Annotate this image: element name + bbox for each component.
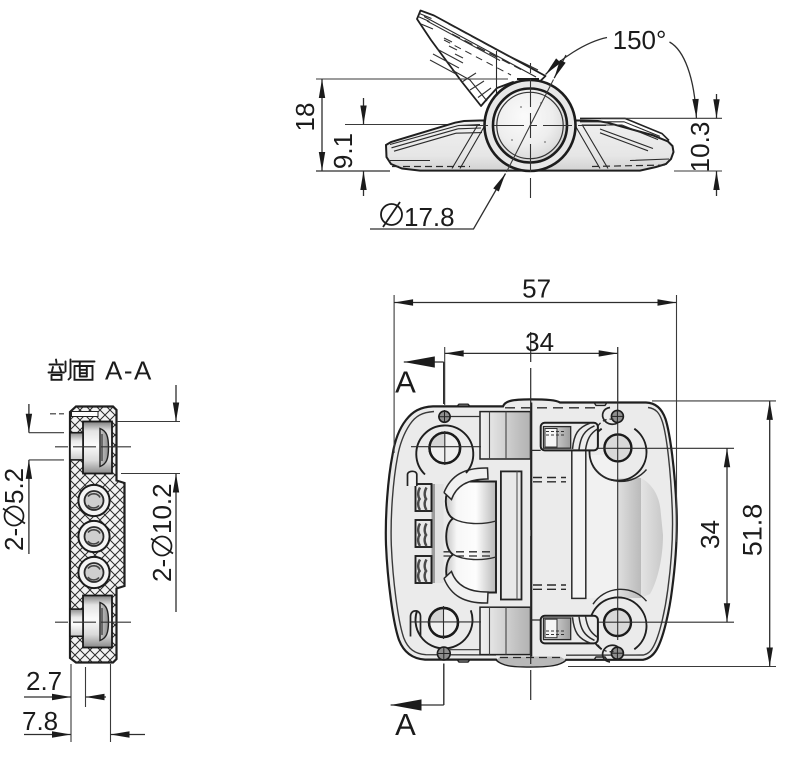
svg-text:2.7: 2.7: [26, 666, 62, 696]
svg-text:A: A: [395, 707, 416, 742]
svg-text:2-: 2-: [147, 559, 177, 582]
svg-text:51.8: 51.8: [738, 504, 768, 557]
svg-text:150°: 150°: [613, 25, 667, 55]
svg-text:34: 34: [525, 327, 554, 357]
svg-text:57: 57: [522, 274, 551, 304]
svg-text:10.3: 10.3: [685, 122, 715, 173]
svg-text:5.2: 5.2: [0, 468, 29, 504]
svg-text:34: 34: [695, 520, 725, 549]
svg-text:17.8: 17.8: [404, 202, 455, 232]
svg-text:7.8: 7.8: [22, 706, 58, 736]
svg-text:10.2: 10.2: [147, 483, 177, 534]
svg-text:2-: 2-: [0, 528, 29, 551]
svg-text:A: A: [395, 365, 416, 400]
svg-text:9.1: 9.1: [328, 133, 358, 169]
svg-text:A-A: A-A: [105, 356, 153, 386]
svg-text:18: 18: [290, 103, 320, 132]
